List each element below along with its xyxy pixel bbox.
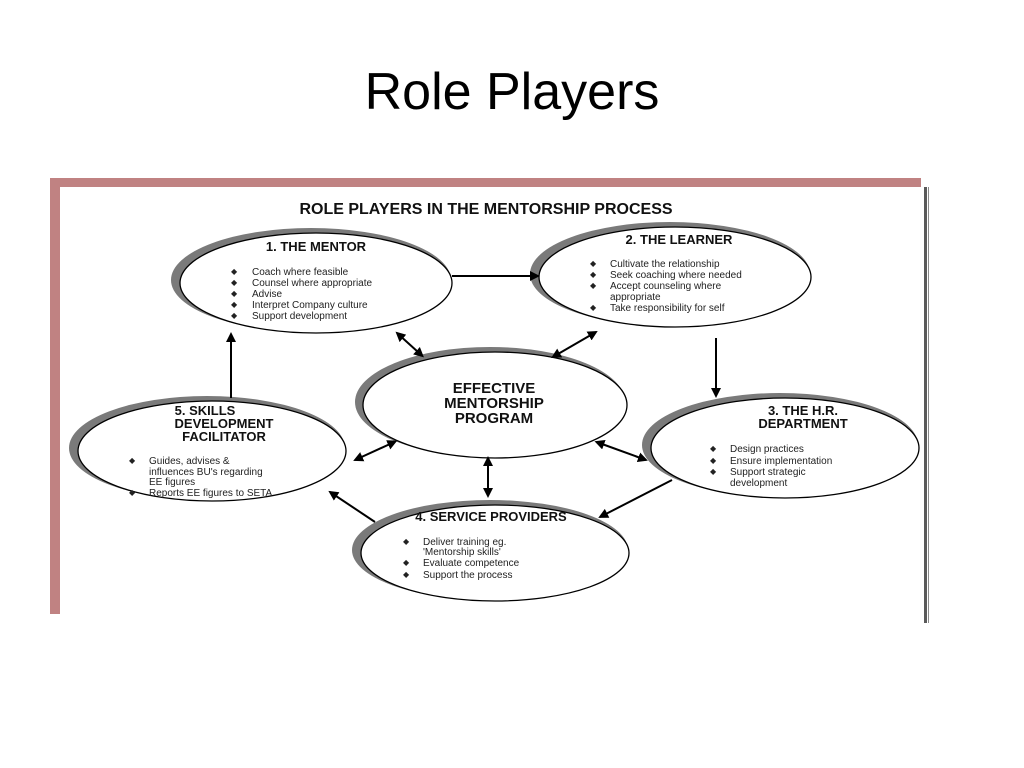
arrow-hr-to-service bbox=[598, 479, 673, 518]
skills-list: ◆ Guides, advises & influences BU's rega… bbox=[129, 456, 273, 499]
learner-title: 2. THE LEARNER bbox=[626, 232, 734, 247]
learner-list: ◆ Cultivate the relationship ◆ Seek coac… bbox=[590, 259, 742, 314]
learner-item: appropriate bbox=[610, 292, 661, 303]
service-ellipse bbox=[352, 500, 630, 602]
slide-title: Role Players bbox=[364, 63, 660, 121]
bullet: ◆ bbox=[231, 300, 238, 309]
skills-item: Reports EE figures to SETA bbox=[149, 488, 273, 499]
skills-title-line-2: DEVELOPMENT bbox=[175, 416, 274, 431]
mentor-item: Advise bbox=[252, 289, 282, 300]
skills-item: Guides, advises & bbox=[149, 456, 230, 467]
service-item: Support the process bbox=[423, 570, 513, 581]
bullet: ◆ bbox=[231, 267, 238, 276]
service-item: Deliver training eg. bbox=[423, 537, 506, 548]
center-line-3: PROGRAM bbox=[455, 410, 533, 427]
learner-item: Cultivate the relationship bbox=[610, 259, 720, 270]
mentor-item: Coach where feasible bbox=[252, 267, 349, 278]
mentor-list: ◆ Coach where feasible ◆ Counsel where a… bbox=[231, 267, 373, 322]
service-title: 4. SERVICE PROVIDERS bbox=[415, 509, 567, 524]
arrow-center-hr bbox=[594, 439, 648, 462]
skills-ellipse bbox=[69, 396, 347, 502]
bullet: ◆ bbox=[710, 467, 717, 476]
service-item: 'Mentorship skills' bbox=[423, 547, 501, 558]
bullet: ◆ bbox=[590, 303, 597, 312]
mentor-item: Support development bbox=[252, 311, 347, 322]
hr-item: development bbox=[730, 478, 787, 489]
frame-top-border bbox=[50, 178, 921, 187]
hr-item: Support strategic bbox=[730, 467, 806, 478]
center-line-1: EFFECTIVE bbox=[453, 380, 536, 397]
hr-item: Ensure implementation bbox=[730, 456, 832, 467]
arrow-center-mentor bbox=[395, 331, 424, 358]
bullet: ◆ bbox=[231, 278, 238, 287]
frame-right-border bbox=[924, 187, 927, 623]
hr-ellipse bbox=[642, 393, 920, 499]
frame-left-border bbox=[50, 178, 60, 614]
skills-item: influences BU's regarding bbox=[149, 467, 263, 478]
learner-item: Take responsibility for self bbox=[610, 303, 725, 314]
bullet: ◆ bbox=[129, 456, 136, 465]
bullet: ◆ bbox=[403, 537, 410, 546]
bullet: ◆ bbox=[129, 488, 136, 497]
hr-list: ◆ Design practices ◆ Ensure implementati… bbox=[710, 444, 832, 489]
hr-title-line-1: 3. THE H.R. bbox=[768, 403, 838, 418]
bullet: ◆ bbox=[590, 259, 597, 268]
bullet: ◆ bbox=[231, 289, 238, 298]
diagram-title: ROLE PLAYERS IN THE MENTORSHIP PROCESS bbox=[299, 201, 672, 218]
bullet: ◆ bbox=[231, 311, 238, 320]
hr-item: Design practices bbox=[730, 444, 804, 455]
learner-ellipse bbox=[530, 222, 812, 328]
learner-item: Accept counseling where bbox=[610, 281, 722, 292]
service-list: ◆ Deliver training eg. 'Mentorship skill… bbox=[403, 537, 520, 581]
bullet: ◆ bbox=[403, 558, 410, 567]
arrow-center-skills bbox=[353, 440, 398, 462]
mentor-ellipse bbox=[171, 228, 453, 334]
center-label: EFFECTIVE MENTORSHIP PROGRAM bbox=[444, 380, 544, 427]
arrow-service-to-skills bbox=[328, 490, 376, 523]
skills-item: EE figures bbox=[149, 477, 195, 488]
bullet: ◆ bbox=[710, 444, 717, 453]
bullet: ◆ bbox=[710, 456, 717, 465]
arrow-center-learner bbox=[551, 330, 598, 359]
skills-title-line-3: FACILITATOR bbox=[182, 429, 266, 444]
bullet: ◆ bbox=[590, 281, 597, 290]
center-line-2: MENTORSHIP bbox=[444, 395, 544, 412]
mentor-title: 1. THE MENTOR bbox=[266, 239, 367, 254]
frame-right-border-inner bbox=[928, 187, 929, 623]
bullet: ◆ bbox=[403, 570, 410, 579]
mentor-item: Interpret Company culture bbox=[252, 300, 368, 311]
service-item: Evaluate competence bbox=[423, 558, 520, 569]
skills-title-line-1: 5. SKILLS bbox=[175, 403, 236, 418]
mentorship-diagram: ROLE PLAYERS IN THE MENTORSHIP PROCESS bbox=[69, 201, 920, 602]
bullet: ◆ bbox=[590, 270, 597, 279]
mentor-item: Counsel where appropriate bbox=[252, 278, 373, 289]
hr-title-line-2: DEPARTMENT bbox=[758, 416, 847, 431]
learner-item: Seek coaching where needed bbox=[610, 270, 742, 281]
center-ellipse bbox=[355, 347, 628, 459]
